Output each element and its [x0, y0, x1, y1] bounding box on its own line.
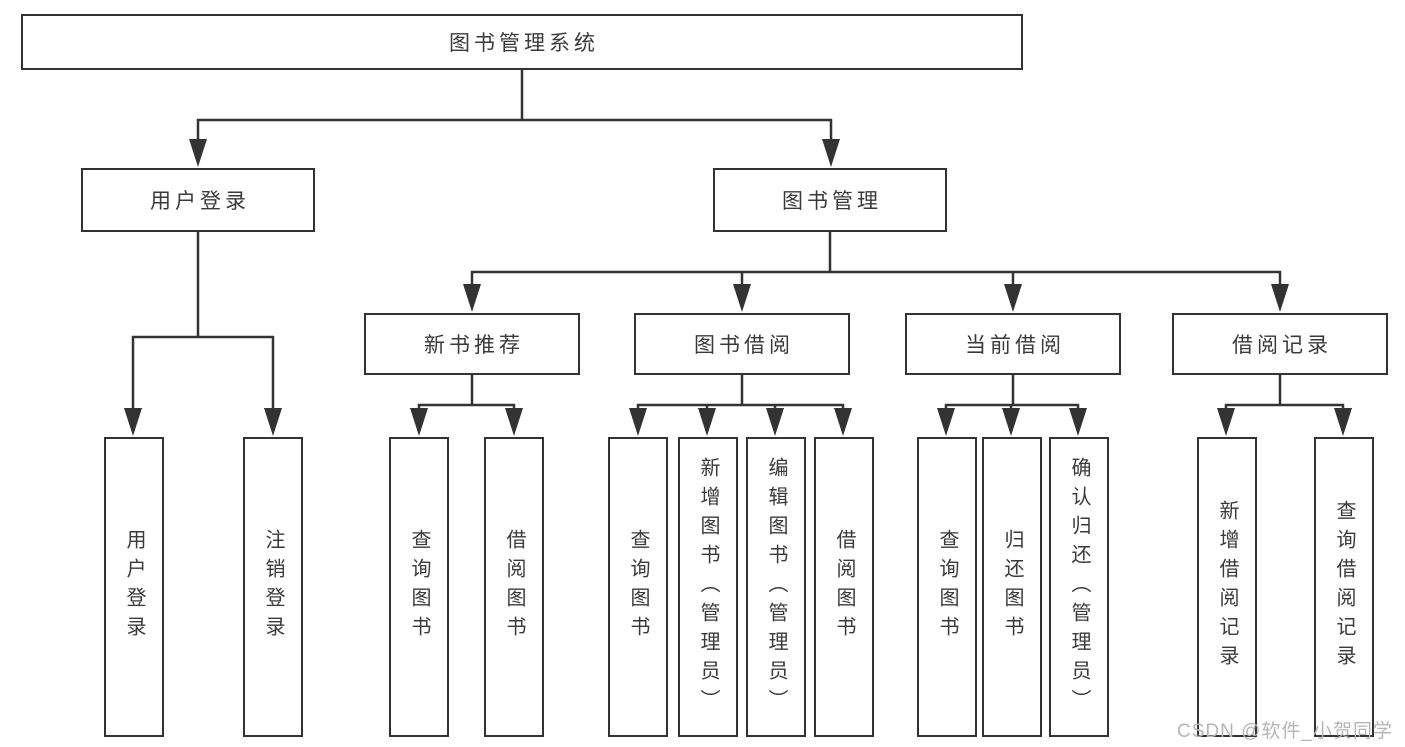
- node-label: 借阅图书: [503, 529, 525, 645]
- node-label: 查询借阅记录: [1333, 500, 1355, 674]
- node-recommend-borrow-book: 借阅图书: [484, 437, 544, 737]
- node-label: 归还图书: [1001, 529, 1023, 645]
- arrowheads: [124, 139, 1352, 436]
- node-current-query-book: 查询图书: [917, 437, 977, 737]
- watermark: CSDN @软件_小贺同学: [1177, 721, 1393, 742]
- node-borrowing-edit-book: 编辑图书（管理员）: [746, 437, 806, 737]
- node-label: 借阅图书: [833, 529, 855, 645]
- node-current-return-book: 归还图书: [982, 437, 1042, 737]
- node-borrowing-add-book: 新增图书（管理员）: [678, 437, 738, 737]
- node-logout-leaf: 注销登录: [243, 437, 303, 737]
- node-label: 查询图书: [936, 529, 958, 645]
- node-new-book-recommend: 新书推荐: [364, 313, 580, 375]
- node-label: 查询图书: [408, 529, 430, 645]
- node-recommend-query-book: 查询图书: [389, 437, 449, 737]
- node-label: 新增图书（管理员）: [697, 456, 719, 718]
- node-root: 图书管理系统: [21, 14, 1023, 70]
- node-book-management: 图书管理: [713, 168, 947, 232]
- node-user-login: 用户登录: [81, 168, 315, 232]
- node-borrowing-records: 借阅记录: [1172, 313, 1388, 375]
- node-label: 查询图书: [627, 529, 649, 645]
- node-label: 用户登录: [123, 529, 145, 645]
- node-label: 注销登录: [262, 529, 284, 645]
- node-label: 新增借阅记录: [1216, 500, 1238, 674]
- node-current-borrowing: 当前借阅: [905, 313, 1121, 375]
- node-borrowing-query-book: 查询图书: [608, 437, 668, 737]
- node-label: 确认归还（管理员）: [1068, 456, 1090, 718]
- node-book-borrowing: 图书借阅: [634, 313, 850, 375]
- node-borrowing-borrow-book: 借阅图书: [814, 437, 874, 737]
- node-label: 编辑图书（管理员）: [765, 456, 787, 718]
- node-records-query-record: 查询借阅记录: [1314, 437, 1374, 737]
- node-records-add-record: 新增借阅记录: [1197, 437, 1257, 737]
- node-user-login-leaf: 用户登录: [104, 437, 164, 737]
- node-current-confirm-return: 确认归还（管理员）: [1049, 437, 1109, 737]
